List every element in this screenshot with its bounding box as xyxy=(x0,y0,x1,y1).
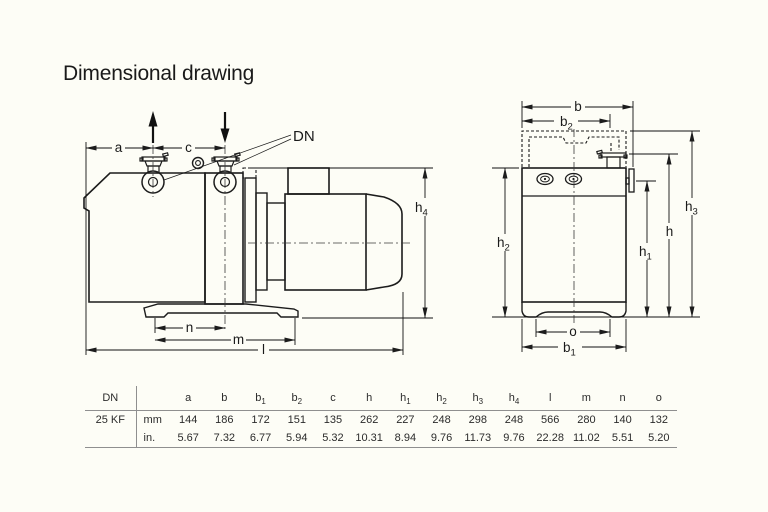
col-header-m: m xyxy=(581,392,591,404)
value-in-o: 5.20 xyxy=(648,432,670,444)
value-mm-m: 280 xyxy=(577,414,596,426)
kf-flange-left xyxy=(139,152,169,174)
dim-label-n: n xyxy=(186,320,194,335)
value-mm-h2: 248 xyxy=(432,414,451,426)
kf-flange-top xyxy=(596,149,628,169)
value-in-b1: 6.77 xyxy=(249,432,272,444)
kf-flange-right xyxy=(211,152,241,174)
value-mm-a: 144 xyxy=(178,414,198,426)
value-mm-b1: 172 xyxy=(251,414,270,426)
center-lines-left xyxy=(152,145,410,331)
value-mm-c: 135 xyxy=(323,414,343,426)
value-mm-h3: 298 xyxy=(468,414,487,426)
dim-label-b: b xyxy=(574,99,582,114)
dim-label-l: l xyxy=(262,342,265,357)
value-mm-b2: 151 xyxy=(287,414,306,426)
table-row-in: in. 5.67 7.32 6.77 5.94 5.32 10.31 8.94 … xyxy=(85,429,677,448)
dim-label-h4: h4 xyxy=(415,200,428,219)
table-row-mm: 25 KF mm 144 186 172 151 135 262 227 248… xyxy=(85,410,677,429)
intake-direction-arrow-icon xyxy=(220,112,230,143)
value-in-h: 10.31 xyxy=(355,432,383,444)
value-in-l: 22.28 xyxy=(536,432,564,444)
col-header-l: l xyxy=(548,392,552,404)
dim-label-c: c xyxy=(185,140,192,155)
col-header-a: a xyxy=(185,392,192,404)
col-header-h2: h2 xyxy=(436,392,447,407)
col-header-h3: h3 xyxy=(472,392,484,407)
value-in-h2: 9.76 xyxy=(430,432,453,444)
value-in-h4: 9.76 xyxy=(503,432,525,444)
dimensions-left xyxy=(85,142,433,355)
col-header-h1: h1 xyxy=(400,392,411,407)
pump-side-view xyxy=(83,152,403,318)
col-header-b: b xyxy=(221,392,228,404)
value-mm-h4: 248 xyxy=(504,414,524,426)
value-mm-n: 140 xyxy=(613,414,632,426)
unit-in: in. xyxy=(143,432,156,444)
dim-label-o: o xyxy=(569,324,577,339)
col-header-o: o xyxy=(655,392,662,404)
lifting-eye xyxy=(191,156,205,170)
unit-column-header xyxy=(136,386,170,411)
dim-label-masks-right xyxy=(493,100,706,355)
dim-label-a: a xyxy=(115,140,123,155)
value-mm-l: 566 xyxy=(541,414,560,426)
value-in-h1: 8.94 xyxy=(394,432,417,444)
unit-mm: mm xyxy=(143,414,162,426)
col-header-n: n xyxy=(619,392,626,404)
value-mm-h: 262 xyxy=(359,414,379,426)
dn-label: DN xyxy=(293,128,315,145)
col-header-b2: b2 xyxy=(291,392,303,407)
dimensions-table: DN a b b1 b2 c h h1 h2 h3 h4 l m n o 25 … xyxy=(85,386,677,448)
value-in-c: 5.32 xyxy=(322,432,344,444)
value-mm-h1: 227 xyxy=(396,414,415,426)
dim-label-h2: h2 xyxy=(497,235,510,254)
value-in-m: 11.02 xyxy=(573,432,600,444)
side-knob xyxy=(625,168,635,193)
col-header-c: c xyxy=(330,392,336,404)
value-in-b: 7.32 xyxy=(213,432,236,444)
value-in-a: 5.67 xyxy=(177,432,199,444)
pump-end-view xyxy=(521,130,635,318)
dim-label-masks-left xyxy=(112,141,438,356)
col-header-b1: b1 xyxy=(255,392,266,407)
value-in-n: 5.51 xyxy=(611,432,634,444)
dim-label-h1: h1 xyxy=(639,244,652,263)
value-mm-o: 132 xyxy=(649,414,669,426)
variant-label: 25 KF xyxy=(85,410,137,429)
value-in-b2: 5.94 xyxy=(286,432,308,444)
dim-label-m: m xyxy=(233,332,244,347)
oil-plugs xyxy=(536,172,583,186)
col-header-h: h xyxy=(366,392,373,404)
value-mm-b: 186 xyxy=(215,414,234,426)
page-title: Dimensional drawing xyxy=(63,62,255,85)
exhaust-direction-arrow-icon xyxy=(148,111,158,143)
table-header-row: DN a b b1 b2 c h h1 h2 h3 h4 l m n o xyxy=(85,386,677,411)
value-in-h3: 11.73 xyxy=(464,432,492,444)
dim-label-b1: b1 xyxy=(563,340,576,359)
col-header-h4: h4 xyxy=(508,392,520,407)
dn-column-header: DN xyxy=(85,386,137,411)
dim-label-b2: b2 xyxy=(560,114,573,133)
dim-label-h: h xyxy=(666,224,674,239)
dn-leader-lines xyxy=(163,134,292,181)
dim-label-h3: h3 xyxy=(685,199,698,218)
